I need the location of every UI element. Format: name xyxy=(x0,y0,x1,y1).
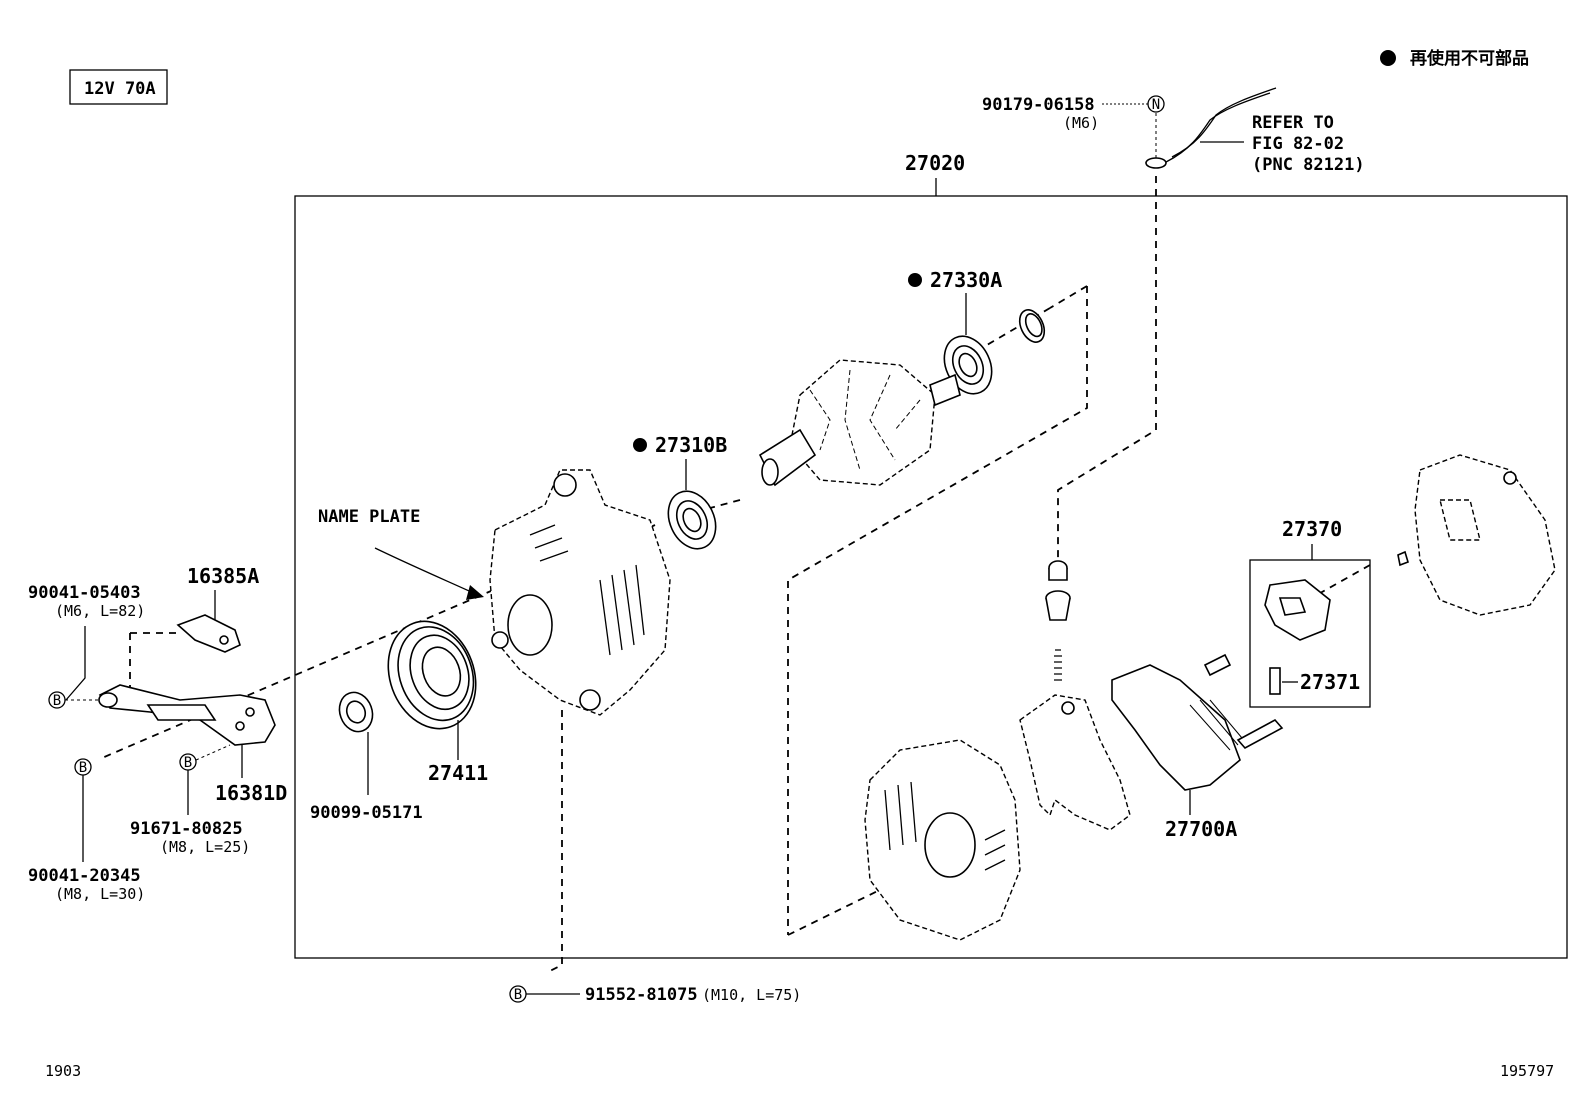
refer-line-3: (PNC 82121) xyxy=(1252,155,1365,175)
part-27371[interactable]: 27371 xyxy=(1269,667,1360,695)
part-number: 91671-80825 xyxy=(130,819,243,839)
name-plate-note: NAME PLATE xyxy=(318,507,484,600)
part-27700A[interactable]: 27700A xyxy=(1111,653,1284,841)
part-27330A[interactable]: 27330A xyxy=(908,268,1049,401)
part-27310B[interactable]: 27310B xyxy=(633,433,727,556)
part-number: 27370 xyxy=(1282,517,1342,541)
part-number: 90179-06158 xyxy=(982,95,1095,115)
part-number: 27330A xyxy=(930,268,1002,292)
part-spec: (M8, L=30) xyxy=(55,885,145,903)
part-number: 16381D xyxy=(215,781,287,805)
part-number: 27411 xyxy=(428,761,488,785)
footer-left: 1903 xyxy=(45,1062,81,1080)
assembly-frame: 27020 xyxy=(294,151,1568,959)
part-90179-06158[interactable]: 90179-06158 (M6) N xyxy=(982,87,1277,169)
footer-right: 195797 xyxy=(1500,1062,1554,1080)
part-number: 90099-05171 xyxy=(310,803,423,823)
callout-letter: B xyxy=(184,755,192,771)
part-number: 90041-05403 xyxy=(28,583,141,603)
part-91671-80825[interactable]: B 91671-80825 (M8, L=25) xyxy=(130,744,250,856)
spec-box: 12V 70A xyxy=(69,69,168,105)
rectifier-end-frame xyxy=(864,739,1021,941)
part-spec: (M6, L=82) xyxy=(55,602,145,620)
non-reusable-dot-icon xyxy=(1380,50,1396,66)
part-spec: (M6) xyxy=(1063,114,1099,132)
callout-letter: B xyxy=(53,693,61,709)
callout-letter: B xyxy=(514,987,522,1003)
arrow-icon xyxy=(466,585,484,600)
part-number: 27371 xyxy=(1300,670,1360,694)
part-90041-20345[interactable]: B 90041-20345 (M8, L=30) xyxy=(28,758,145,903)
callout-letter: N xyxy=(1152,97,1160,113)
callout-letter: B xyxy=(79,760,87,776)
rear-cover xyxy=(1397,454,1556,616)
part-spec: (M10, L=75) xyxy=(702,986,801,1004)
non-reusable-dot-icon xyxy=(908,273,922,287)
part-91552-81075[interactable]: B 91552-81075 (M10, L=75) xyxy=(509,985,801,1005)
part-90099-05171[interactable]: 90099-05171 xyxy=(310,688,423,823)
rotor xyxy=(758,359,961,487)
part-number: 27700A xyxy=(1165,817,1237,841)
part-16381D[interactable]: 16381D xyxy=(98,684,287,805)
terminal-assembly xyxy=(1019,560,1131,831)
refer-line-2: FIG 82-02 xyxy=(1252,134,1344,154)
refer-note: REFER TO FIG 82-02 (PNC 82121) xyxy=(1252,113,1365,175)
part-number: 90041-20345 xyxy=(28,866,141,886)
legend: 再使用不可部品 xyxy=(1380,48,1529,69)
assembly-label: 27020 xyxy=(905,151,965,175)
spec-label: 12V 70A xyxy=(84,79,156,99)
part-spec: (M8, L=25) xyxy=(160,838,250,856)
part-16385A[interactable]: 16385A xyxy=(176,564,259,653)
name-plate-label: NAME PLATE xyxy=(318,507,420,527)
drive-end-frame xyxy=(489,469,671,716)
part-90041-05403[interactable]: 90041-05403 (M6, L=82) B xyxy=(28,583,145,709)
part-27370[interactable]: 27370 xyxy=(1249,517,1371,708)
part-number: 16385A xyxy=(187,564,259,588)
refer-line-1: REFER TO xyxy=(1252,113,1334,133)
part-number: 91552-81075 xyxy=(585,985,698,1005)
legend-text: 再使用不可部品 xyxy=(1410,48,1529,69)
assembly-guide-lines xyxy=(101,176,1371,973)
part-number: 27310B xyxy=(655,433,727,457)
non-reusable-dot-icon xyxy=(633,438,647,452)
part-27411[interactable]: 27411 xyxy=(374,609,491,785)
